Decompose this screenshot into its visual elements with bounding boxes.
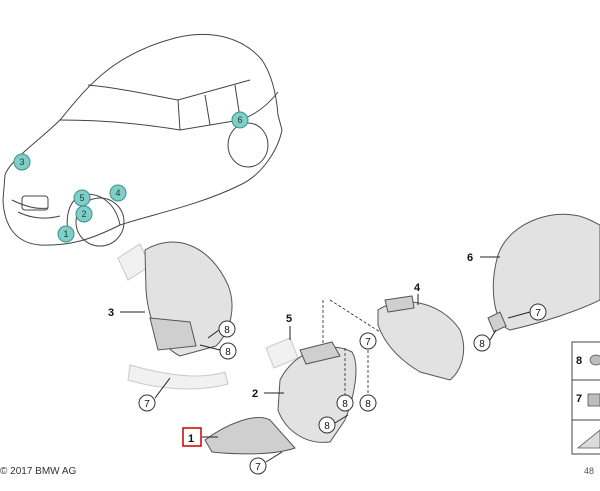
- callout-8: 8: [473, 334, 491, 352]
- svg-text:8: 8: [342, 399, 348, 410]
- car-illustration: [2, 34, 283, 247]
- svg-text:2: 2: [81, 209, 86, 219]
- svg-text:8: 8: [365, 399, 371, 410]
- svg-text:7: 7: [535, 308, 541, 319]
- svg-text:8: 8: [224, 325, 230, 336]
- callout-8: 8: [219, 342, 237, 360]
- callout-7: 7: [529, 303, 547, 321]
- part-label-2: 2: [252, 388, 258, 400]
- legend-clip-7-icon: [587, 393, 600, 407]
- car-marker-6: 6: [231, 111, 249, 129]
- callout-8: 8: [359, 394, 377, 412]
- callout-7: 7: [249, 457, 267, 475]
- svg-text:5: 5: [79, 193, 84, 203]
- part-2-wheel-arch-liner: [277, 341, 357, 443]
- part-label-1: 1: [188, 433, 194, 445]
- car-marker-4: 4: [109, 184, 127, 202]
- part-1-splash-shield: [204, 417, 296, 455]
- part-label-5: 5: [286, 313, 292, 325]
- callout-8: 8: [218, 320, 236, 338]
- svg-text:1: 1: [63, 229, 68, 239]
- svg-text:8: 8: [324, 421, 330, 432]
- copyright-text: © 2017 BMW AG: [0, 466, 77, 477]
- car-marker-2: 2: [75, 205, 93, 223]
- legend-misc-icon: [576, 429, 600, 449]
- legend-item-7: 7: [576, 393, 582, 405]
- legend-clip-8-icon: [589, 354, 600, 366]
- svg-text:7: 7: [255, 462, 261, 473]
- svg-text:6: 6: [237, 115, 242, 125]
- callout-8: 8: [336, 394, 354, 412]
- callout-8: 8: [318, 416, 336, 434]
- part-label-3: 3: [108, 307, 114, 319]
- svg-text:8: 8: [479, 339, 485, 350]
- part-label-1-highlight-box: [182, 427, 202, 447]
- part-label-4: 4: [414, 282, 421, 294]
- svg-text:7: 7: [144, 399, 150, 410]
- svg-text:8: 8: [225, 347, 231, 358]
- part-6-wheel-arch-liner: [487, 213, 600, 333]
- document-number: 48: [584, 466, 595, 476]
- svg-text:7: 7: [365, 337, 371, 348]
- legend-item-8: 8: [576, 355, 582, 367]
- part-4-wheel-arch-liner: [377, 295, 465, 381]
- legend-panel: 8 7: [571, 341, 600, 455]
- svg-text:3: 3: [19, 157, 24, 167]
- car-marker-3: 3: [13, 153, 31, 171]
- car-marker-1: 1: [57, 225, 75, 243]
- car-marker-5: 5: [73, 189, 91, 207]
- callout-7: 7: [138, 394, 156, 412]
- part-3-wheel-arch-liner: [117, 241, 233, 390]
- part-label-6: 6: [467, 252, 473, 264]
- svg-text:4: 4: [115, 188, 120, 198]
- callout-7: 7: [359, 332, 377, 350]
